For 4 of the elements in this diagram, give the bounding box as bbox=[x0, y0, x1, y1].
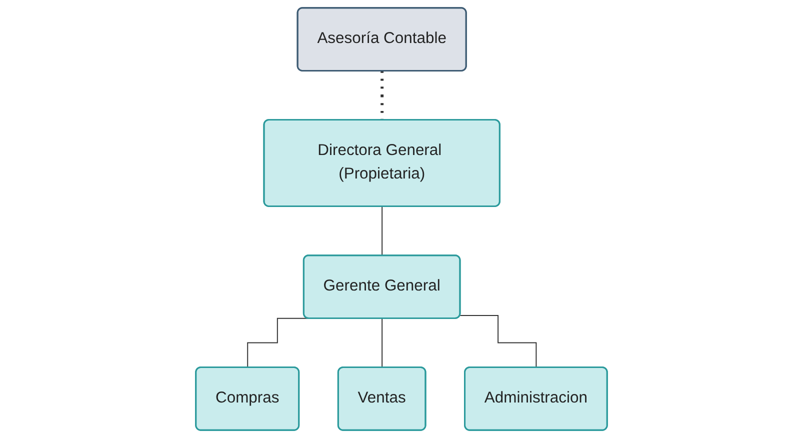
connector bbox=[381, 318, 382, 368]
connector bbox=[381, 206, 382, 256]
connector bbox=[459, 315, 536, 368]
connector bbox=[246, 318, 308, 368]
